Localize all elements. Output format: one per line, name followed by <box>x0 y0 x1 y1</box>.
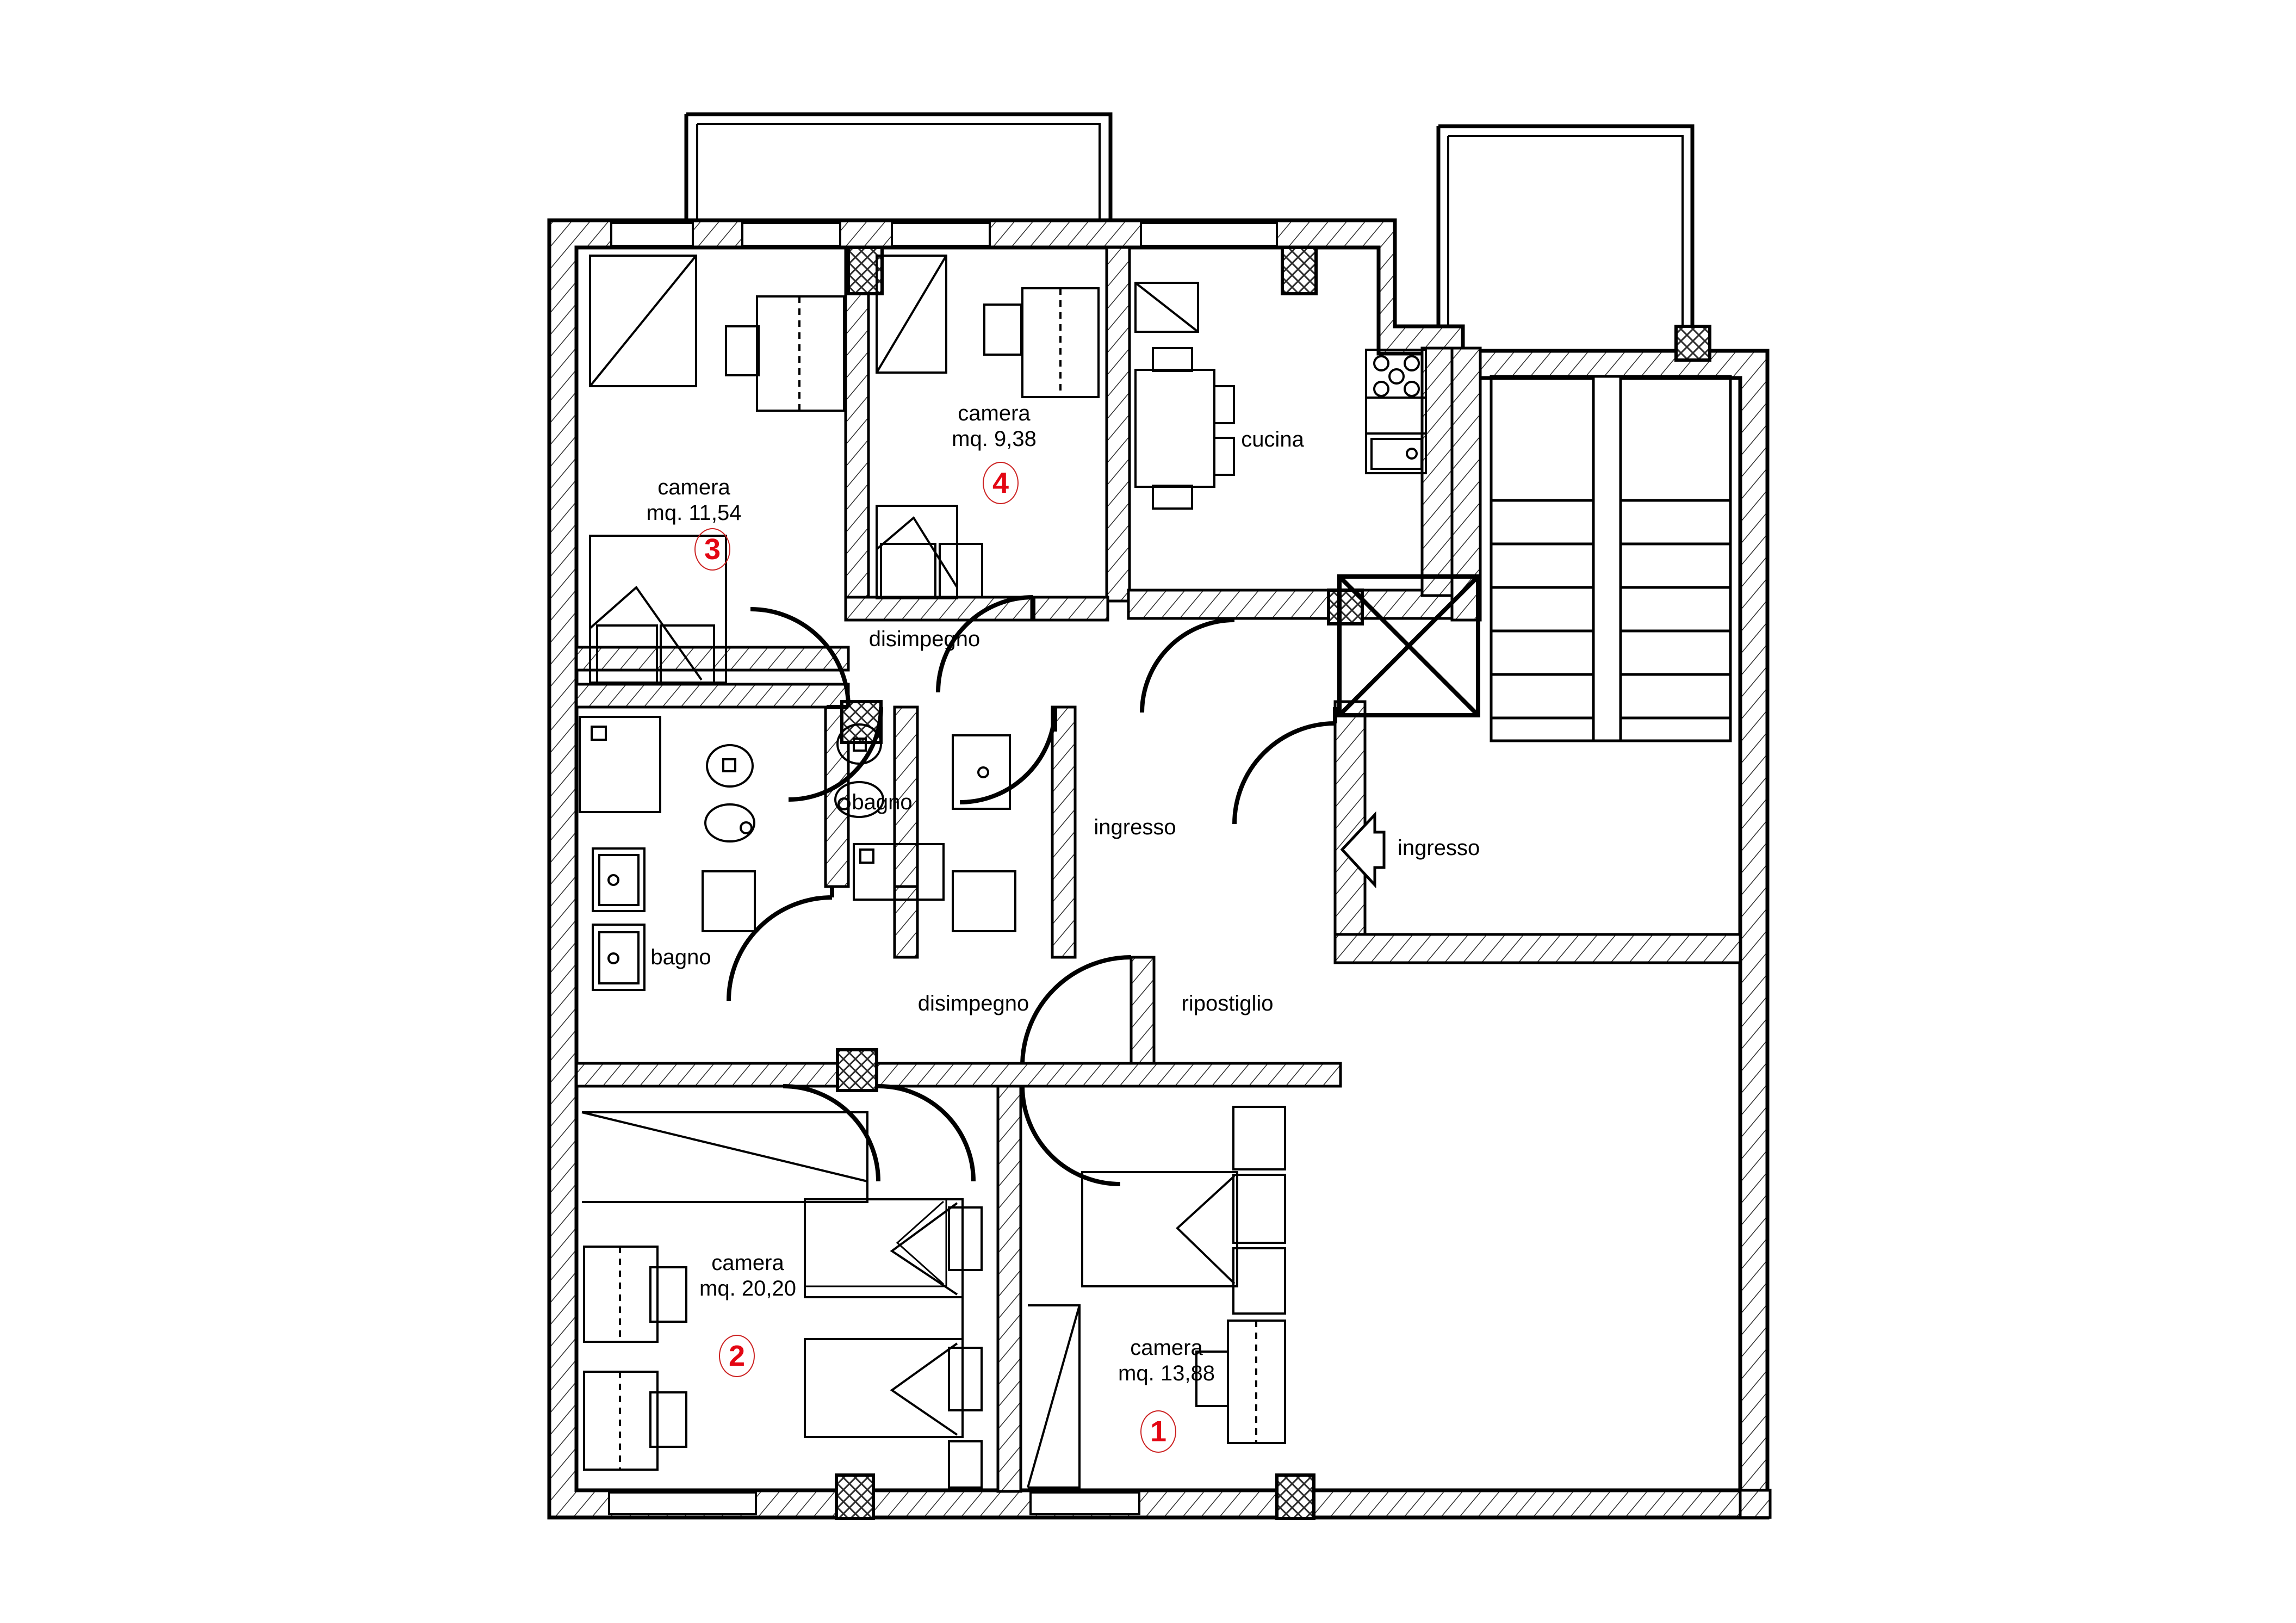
room-area: mq. 20,20 <box>699 1277 796 1301</box>
room-name: ingresso <box>1094 815 1176 839</box>
room-name: camera <box>657 475 730 499</box>
windows <box>608 222 1278 1515</box>
interior-walls <box>1333 346 1742 964</box>
room-badge-2[interactable]: 2 <box>719 1335 755 1377</box>
room-label-ripostiglio: ripostiglio <box>1182 991 1274 1017</box>
furniture-camera4 <box>876 255 1100 599</box>
room-name: bagno <box>650 945 711 969</box>
doors <box>727 595 1337 1186</box>
room-label-ingresso: ingresso <box>1094 815 1176 840</box>
room-name: cucina <box>1241 428 1304 451</box>
entrance-annotation-label: ingresso <box>1398 836 1480 860</box>
room-badge-1[interactable]: 1 <box>1140 1410 1176 1453</box>
room-label-bagno-est: bagno <box>852 790 912 815</box>
furniture-camera3 <box>589 255 845 684</box>
room-name: disimpegno <box>917 992 1029 1015</box>
partitions <box>575 246 1342 1493</box>
room-name: camera <box>1130 1336 1203 1360</box>
room-badge-3[interactable]: 3 <box>694 528 730 571</box>
balcony-left <box>684 112 1113 220</box>
room-area: mq. 11,54 <box>646 501 742 525</box>
room-name: ripostiglio <box>1181 992 1274 1015</box>
furniture-camera1 <box>1027 1106 1286 1489</box>
room-name: disimpegno <box>868 627 981 651</box>
furniture-cucina <box>1134 282 1427 510</box>
room-label-cucina: cucina <box>1241 427 1304 453</box>
room-label-camera1: camera mq. 13,88 <box>1118 1335 1215 1386</box>
room-label-disimpegno-sud: disimpegno <box>918 991 1029 1017</box>
balcony-right <box>1436 124 1695 326</box>
room-label-disimpegno-nord: disimpegno <box>869 627 981 652</box>
outer-outline <box>547 218 1770 1520</box>
staircase <box>1490 375 1732 742</box>
room-area: mq. 13,88 <box>1118 1361 1215 1386</box>
room-name: bagno <box>852 790 913 814</box>
room-name: camera <box>711 1251 784 1275</box>
bottom-wall-extension <box>1739 1489 1772 1519</box>
arrow-left-icon <box>1340 811 1386 889</box>
room-label-camera3: camera mq. 11,54 <box>647 475 742 526</box>
room-name: camera <box>958 401 1031 425</box>
furniture-camera2 <box>581 1111 983 1489</box>
room-label-bagno-ovest: bagno <box>650 945 711 970</box>
room-label-camera4: camera mq. 9,38 <box>952 401 1037 452</box>
room-badge-4[interactable]: 4 <box>983 462 1019 504</box>
walls-group <box>548 219 1769 1519</box>
room-label-camera2: camera mq. 20,20 <box>699 1250 796 1302</box>
furniture-bagni <box>579 716 1016 991</box>
room-area: mq. 9,38 <box>952 427 1037 451</box>
